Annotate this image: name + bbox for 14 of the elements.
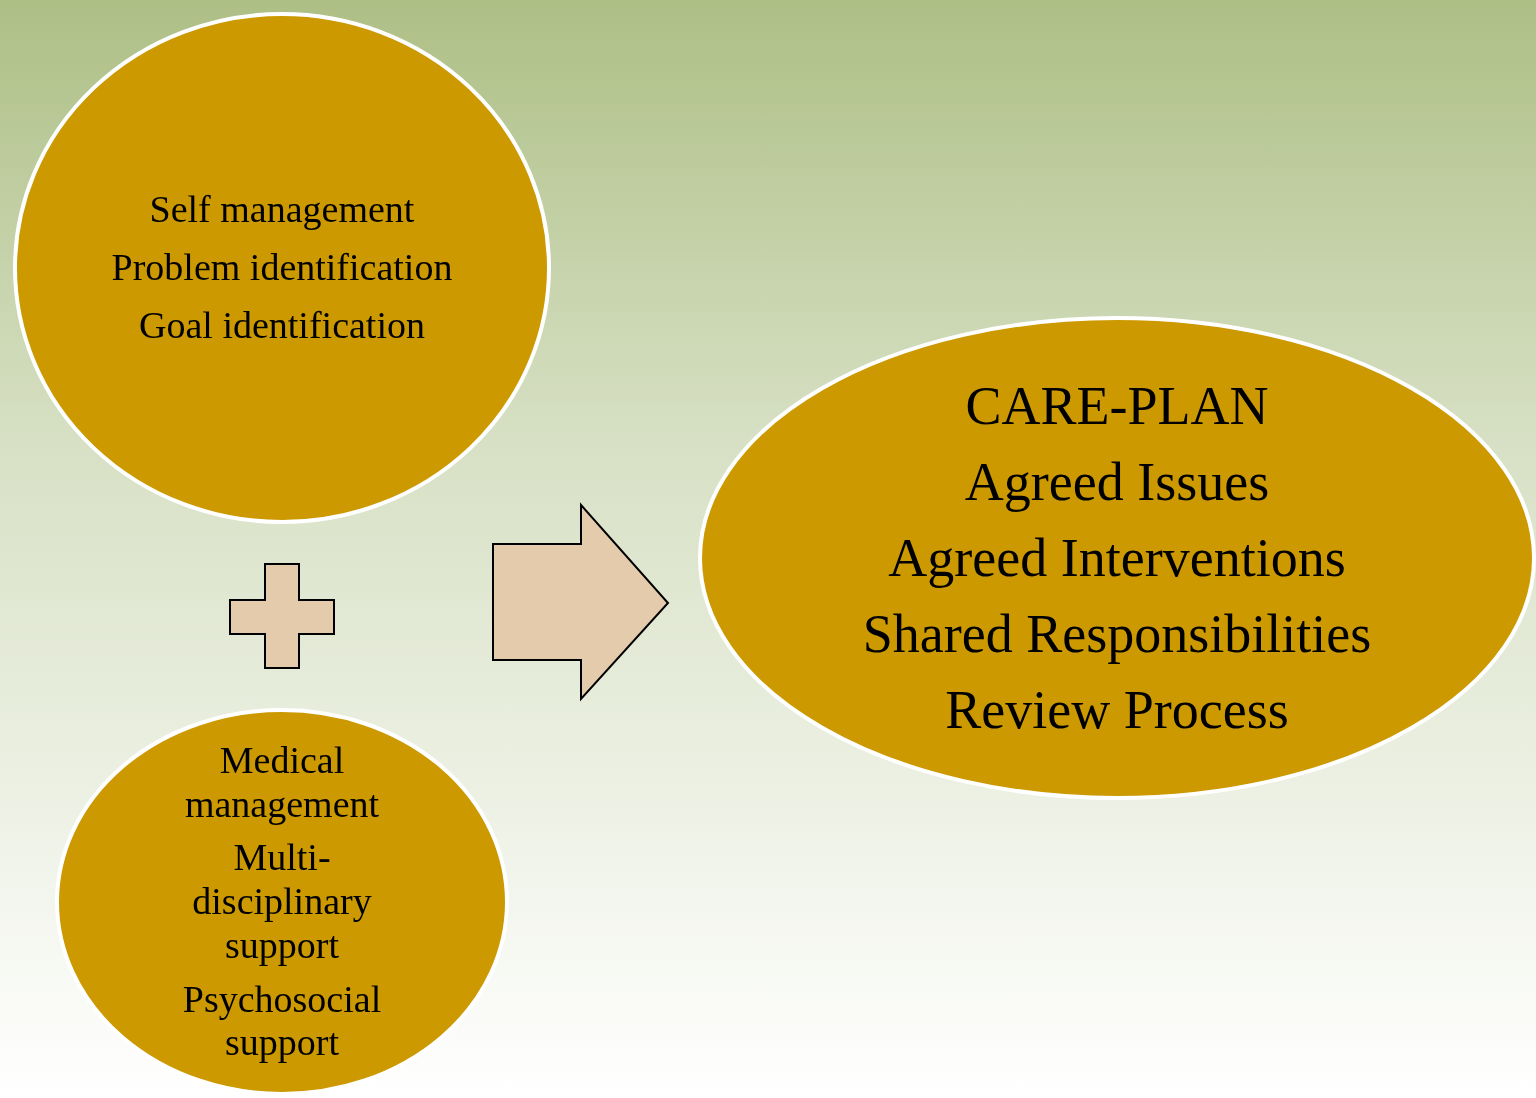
ellipse-text: Self management [149,188,415,233]
ellipse-text: Shared Responsibilities [862,603,1372,666]
ellipse-text: Problem identification [111,246,453,290]
ellipse-text: Agreed Interventions [888,526,1346,590]
block-arrow [492,502,670,702]
ellipse [698,316,1536,800]
ellipse-text: Review Process [945,679,1289,742]
ellipse-text: Multi-disciplinary support [191,836,373,968]
ellipse-text: Medical management [183,739,381,827]
ellipse-text: Agreed Issues [964,450,1270,513]
ellipse-text: CARE-PLAN [965,374,1269,437]
ellipse [13,12,551,524]
ellipse-text: Goal identification [139,303,425,348]
ellipse-text: Psychosocial support [181,977,383,1065]
